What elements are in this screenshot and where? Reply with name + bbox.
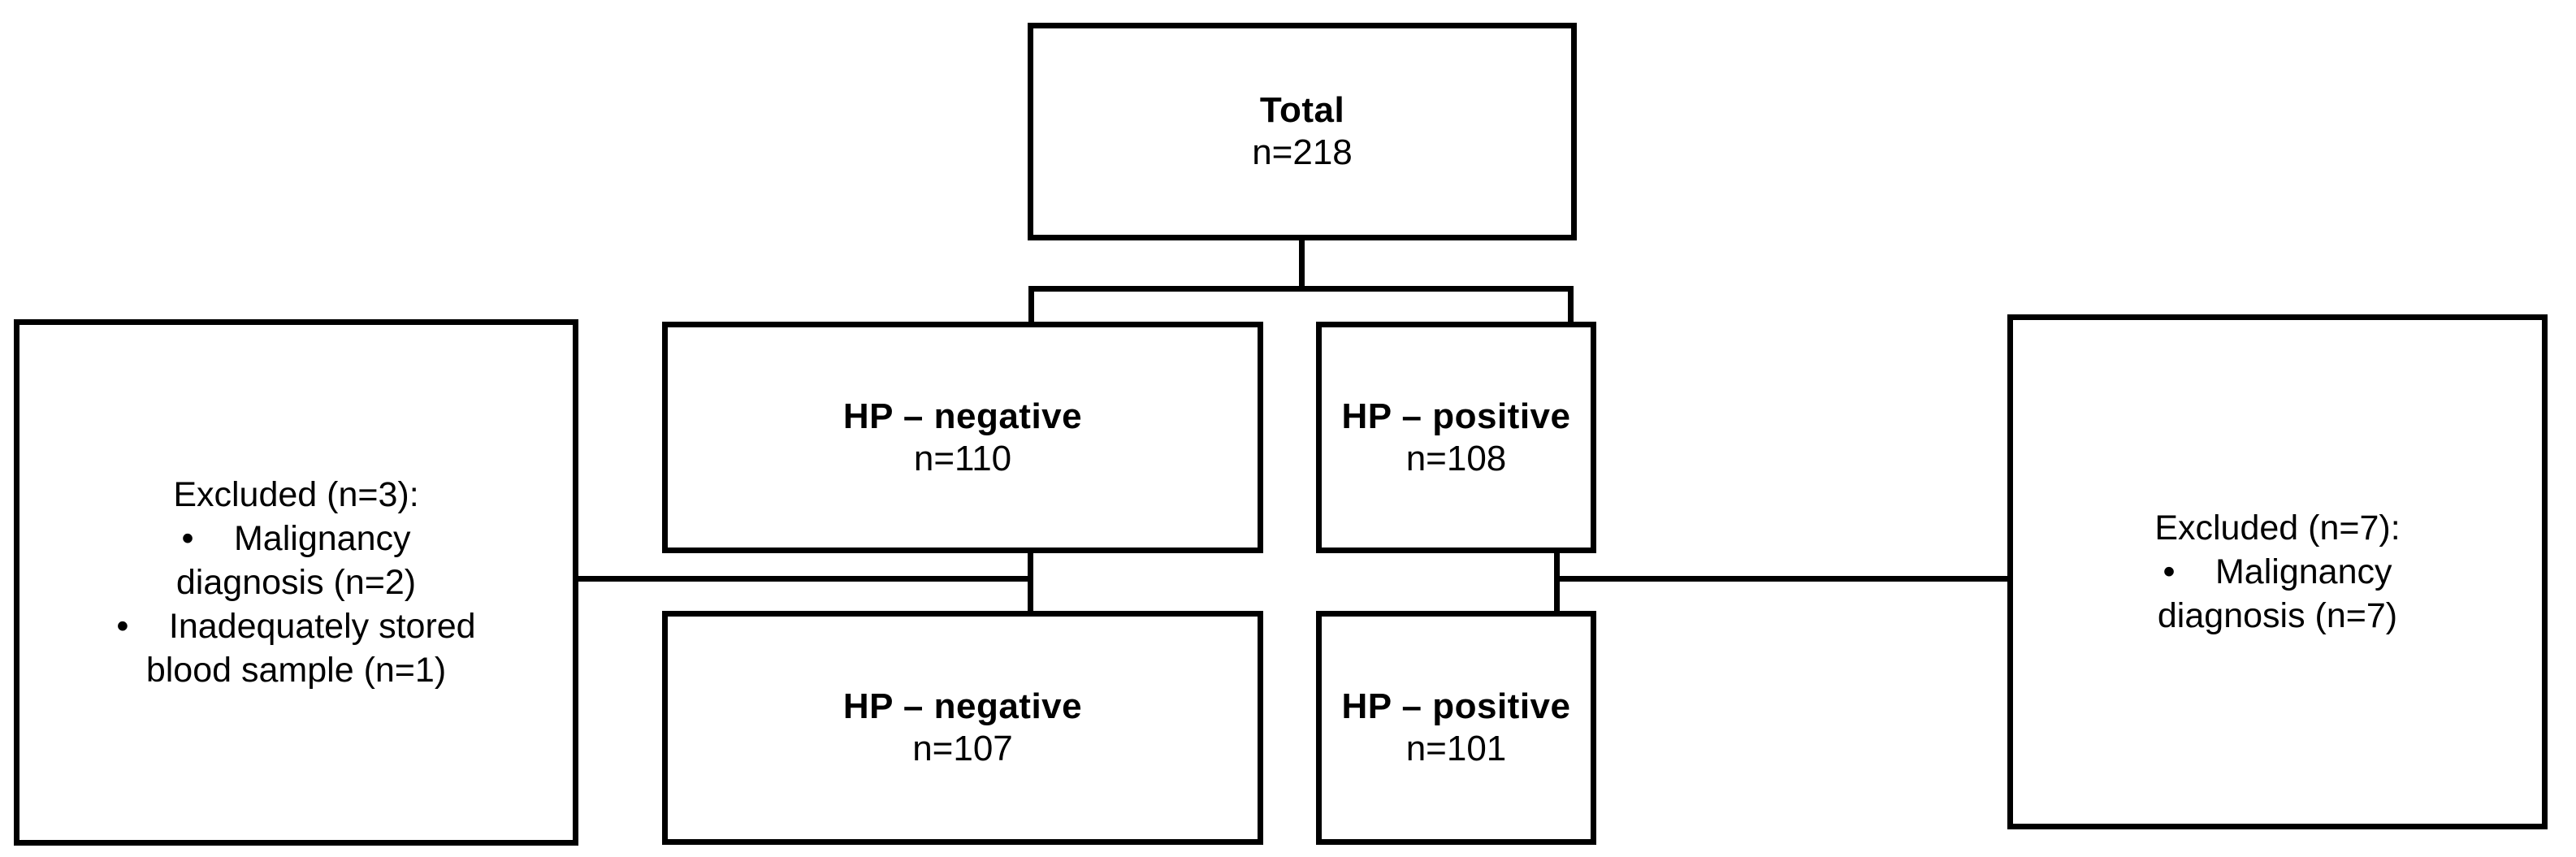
excluded-left-item-2: • Inadequately stored: [31, 604, 561, 648]
node-hp-negative-final-title: HP – negative: [842, 686, 1083, 727]
excluded-right-item-1: • Malignancy: [2024, 550, 2531, 594]
excluded-right-list: • Malignancy diagnosis (n=7): [2024, 550, 2531, 638]
node-hp-negative-initial-title: HP – negative: [842, 396, 1083, 436]
connector-excluded-left-line: [578, 576, 1033, 582]
excluded-right-item-1-cont: diagnosis (n=7): [2024, 594, 2531, 638]
connector-drop-right: [1568, 286, 1574, 322]
node-hp-negative-final: HP – negative n=107: [662, 611, 1263, 845]
node-total: Total n=218: [1028, 23, 1577, 240]
node-hp-positive-final-title: HP – positive: [1341, 686, 1571, 727]
excluded-right-heading: Excluded (n=7):: [2154, 508, 2401, 548]
excluded-left-list: • Malignancy diagnosis (n=2) • Inadequatel…: [31, 517, 561, 693]
node-hp-positive-final-count: n=101: [1405, 729, 1507, 768]
excluded-left-item-1-line1: Malignancy: [233, 518, 411, 558]
excluded-left-item-2-line1: Inadequately stored: [168, 607, 476, 647]
connector-hp-positive-vertical: [1554, 553, 1560, 612]
bullet-icon: •: [2163, 552, 2176, 591]
connector-hp-negative-vertical: [1028, 553, 1033, 612]
excluded-right-item-1-line2: diagnosis (n=7): [2157, 596, 2398, 636]
node-hp-positive-final: HP – positive n=101: [1316, 611, 1596, 845]
excluded-left-item-1: • Malignancy: [31, 517, 561, 561]
connector-split-bar: [1028, 286, 1574, 292]
excluded-left-item-1-line2: diagnosis (n=2): [175, 562, 417, 602]
node-hp-positive-initial-title: HP – positive: [1341, 396, 1571, 436]
excluded-left-item-2-line2: blood sample (n=1): [145, 651, 447, 690]
node-excluded-left: Excluded (n=3): • Malignancy diagnosis (n…: [14, 319, 578, 846]
node-hp-negative-initial-count: n=110: [913, 438, 1012, 478]
bullet-icon: •: [116, 607, 129, 647]
excluded-right-item-1-line1: Malignancy: [2214, 552, 2392, 591]
node-excluded-right: Excluded (n=7): • Malignancy diagnosis (n…: [2007, 314, 2548, 829]
node-hp-positive-initial-count: n=108: [1405, 438, 1507, 478]
node-total-count: n=218: [1252, 132, 1353, 172]
excluded-left-item-1-cont: diagnosis (n=2): [31, 561, 561, 604]
node-hp-negative-initial: HP – negative n=110: [662, 322, 1263, 553]
connector-drop-left: [1028, 286, 1034, 322]
node-total-title: Total: [1259, 90, 1345, 131]
excluded-left-heading: Excluded (n=3):: [173, 474, 419, 514]
connector-total-stem: [1299, 240, 1305, 292]
excluded-left-item-2-cont: blood sample (n=1): [31, 648, 561, 692]
connector-excluded-right-line: [1554, 576, 2009, 582]
bullet-icon: •: [181, 518, 194, 558]
node-hp-positive-initial: HP – positive n=108: [1316, 322, 1596, 553]
node-hp-negative-final-count: n=107: [912, 729, 1013, 768]
